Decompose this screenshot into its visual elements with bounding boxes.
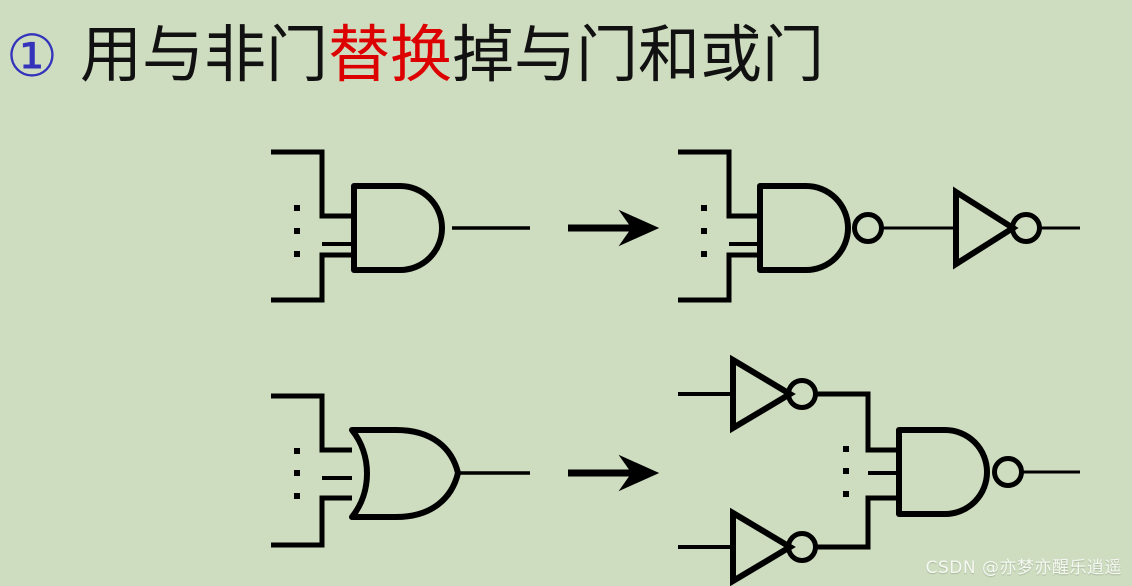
title-segment-highlight: 替换 [328, 17, 453, 91]
or-input-ellipsis [294, 448, 300, 499]
or-input-wire-bottom [271, 495, 352, 548]
and-input-ellipsis [294, 205, 300, 257]
nand-output-bubble-row2 [992, 456, 1024, 488]
csdn-watermark: CSDN @亦梦亦醒乐逍遥 [925, 558, 1122, 578]
nand-input-wire-top [678, 149, 758, 219]
inverter-triangle-row1 [953, 186, 1019, 270]
title-number-marker: ① [6, 21, 58, 90]
inverter-top-to-nand-wire [816, 391, 897, 453]
nand-input-ellipsis-row1 [701, 205, 707, 257]
transform-arrow-row1 [568, 209, 660, 247]
arrow-head-row2 [618, 454, 660, 492]
page-title: ① 用与非门替换掉与门和或门 [0, 2, 1132, 107]
nand-gate-body-row1 [757, 183, 851, 273]
inverter-bottom-triangle [730, 507, 796, 586]
or-gate-group [271, 393, 530, 548]
and-gate-body [351, 183, 445, 273]
row-or-to-inverters-nand [271, 354, 1080, 586]
or-gate-body [349, 427, 461, 520]
inverter-output-bubble-row1 [1010, 212, 1042, 244]
title-segment-1: 用与非门 [80, 17, 329, 91]
nand-gate-group-row2 [896, 427, 1080, 517]
row-and-to-nand-inverter [271, 149, 1080, 303]
nand-output-bubble-row1 [852, 212, 884, 244]
inverter-bottom-output-bubble [786, 531, 818, 563]
inverter-top-output-bubble [786, 378, 818, 410]
nand-gate-group-row1 [678, 149, 955, 303]
and-input-wire-top [271, 149, 352, 219]
inverter-top-triangle [730, 354, 796, 434]
title-segment-2: 掉与门和或门 [452, 17, 825, 91]
nand-gate-body-row2 [896, 427, 990, 517]
inverter-group-row2-bottom [678, 495, 897, 586]
inverter-group-row2-top [678, 354, 897, 453]
arrow-head [618, 209, 660, 247]
and-input-wire-bottom [271, 252, 352, 303]
title-text: 用与非门替换掉与门和或门 [80, 23, 824, 86]
nand-row2-input-ellipsis [843, 446, 849, 497]
and-gate-group [271, 149, 530, 303]
inverter-group-row1 [953, 186, 1080, 270]
inverter-bottom-to-nand-wire [816, 495, 897, 550]
nand-input-wire-bottom [678, 252, 758, 303]
transform-arrow-row2 [568, 454, 660, 492]
or-input-wire-top [271, 393, 352, 453]
